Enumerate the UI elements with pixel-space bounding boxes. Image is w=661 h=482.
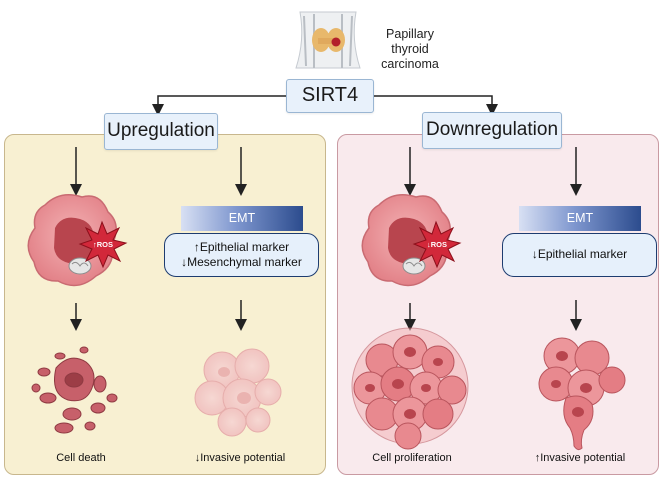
cell-ros-down-icon: ↓ROS xyxy=(361,194,462,287)
upregulation-box: Upregulation xyxy=(104,113,218,150)
emt-left-bar: EMT xyxy=(181,206,303,231)
thyroid-label-line1: Papillary thyroid xyxy=(386,27,434,56)
cell-proliferation-cluster-icon xyxy=(351,327,469,450)
thyroid-label-line2: carcinoma xyxy=(381,57,439,71)
sirt4-split-arrows xyxy=(152,95,498,116)
low-invasive-caption: ↓Invasive potential xyxy=(194,452,286,464)
high-invasion-cluster-icon xyxy=(538,337,626,451)
ros-down-label: ↓ROS xyxy=(427,240,447,249)
sirt4-box: SIRT4 xyxy=(286,79,374,113)
epithelial-up-text: ↑Epithelial marker xyxy=(193,240,290,254)
high-invasive-caption: ↑Invasive potential xyxy=(534,452,626,464)
downregulation-box: Downregulation xyxy=(422,112,562,149)
mesenchymal-down-text: ↓Mesenchymal marker xyxy=(181,255,302,269)
markers-left-box: ↑Epithelial marker ↓Mesenchymal marker xyxy=(164,233,319,277)
epithelial-down-text: ↓Epithelial marker xyxy=(531,247,628,261)
left-flow-arrows xyxy=(70,147,247,331)
cell-death-icon xyxy=(31,346,118,434)
emt-right-bar: EMT xyxy=(519,206,641,231)
markers-right-box: ↓Epithelial marker xyxy=(502,233,657,277)
low-invasion-cluster-icon xyxy=(194,348,282,437)
thyroid-label: Papillary thyroid carcinoma xyxy=(367,27,453,72)
cell-ros-up-icon: ↑ROS xyxy=(27,194,128,287)
cell-proliferation-caption: Cell proliferation xyxy=(372,452,452,464)
upregulation-panel xyxy=(4,134,326,475)
ros-up-label: ↑ROS xyxy=(93,240,113,249)
thyroid-neck-icon xyxy=(295,11,361,69)
right-flow-arrows xyxy=(404,147,582,331)
cell-death-caption: Cell death xyxy=(56,452,106,464)
